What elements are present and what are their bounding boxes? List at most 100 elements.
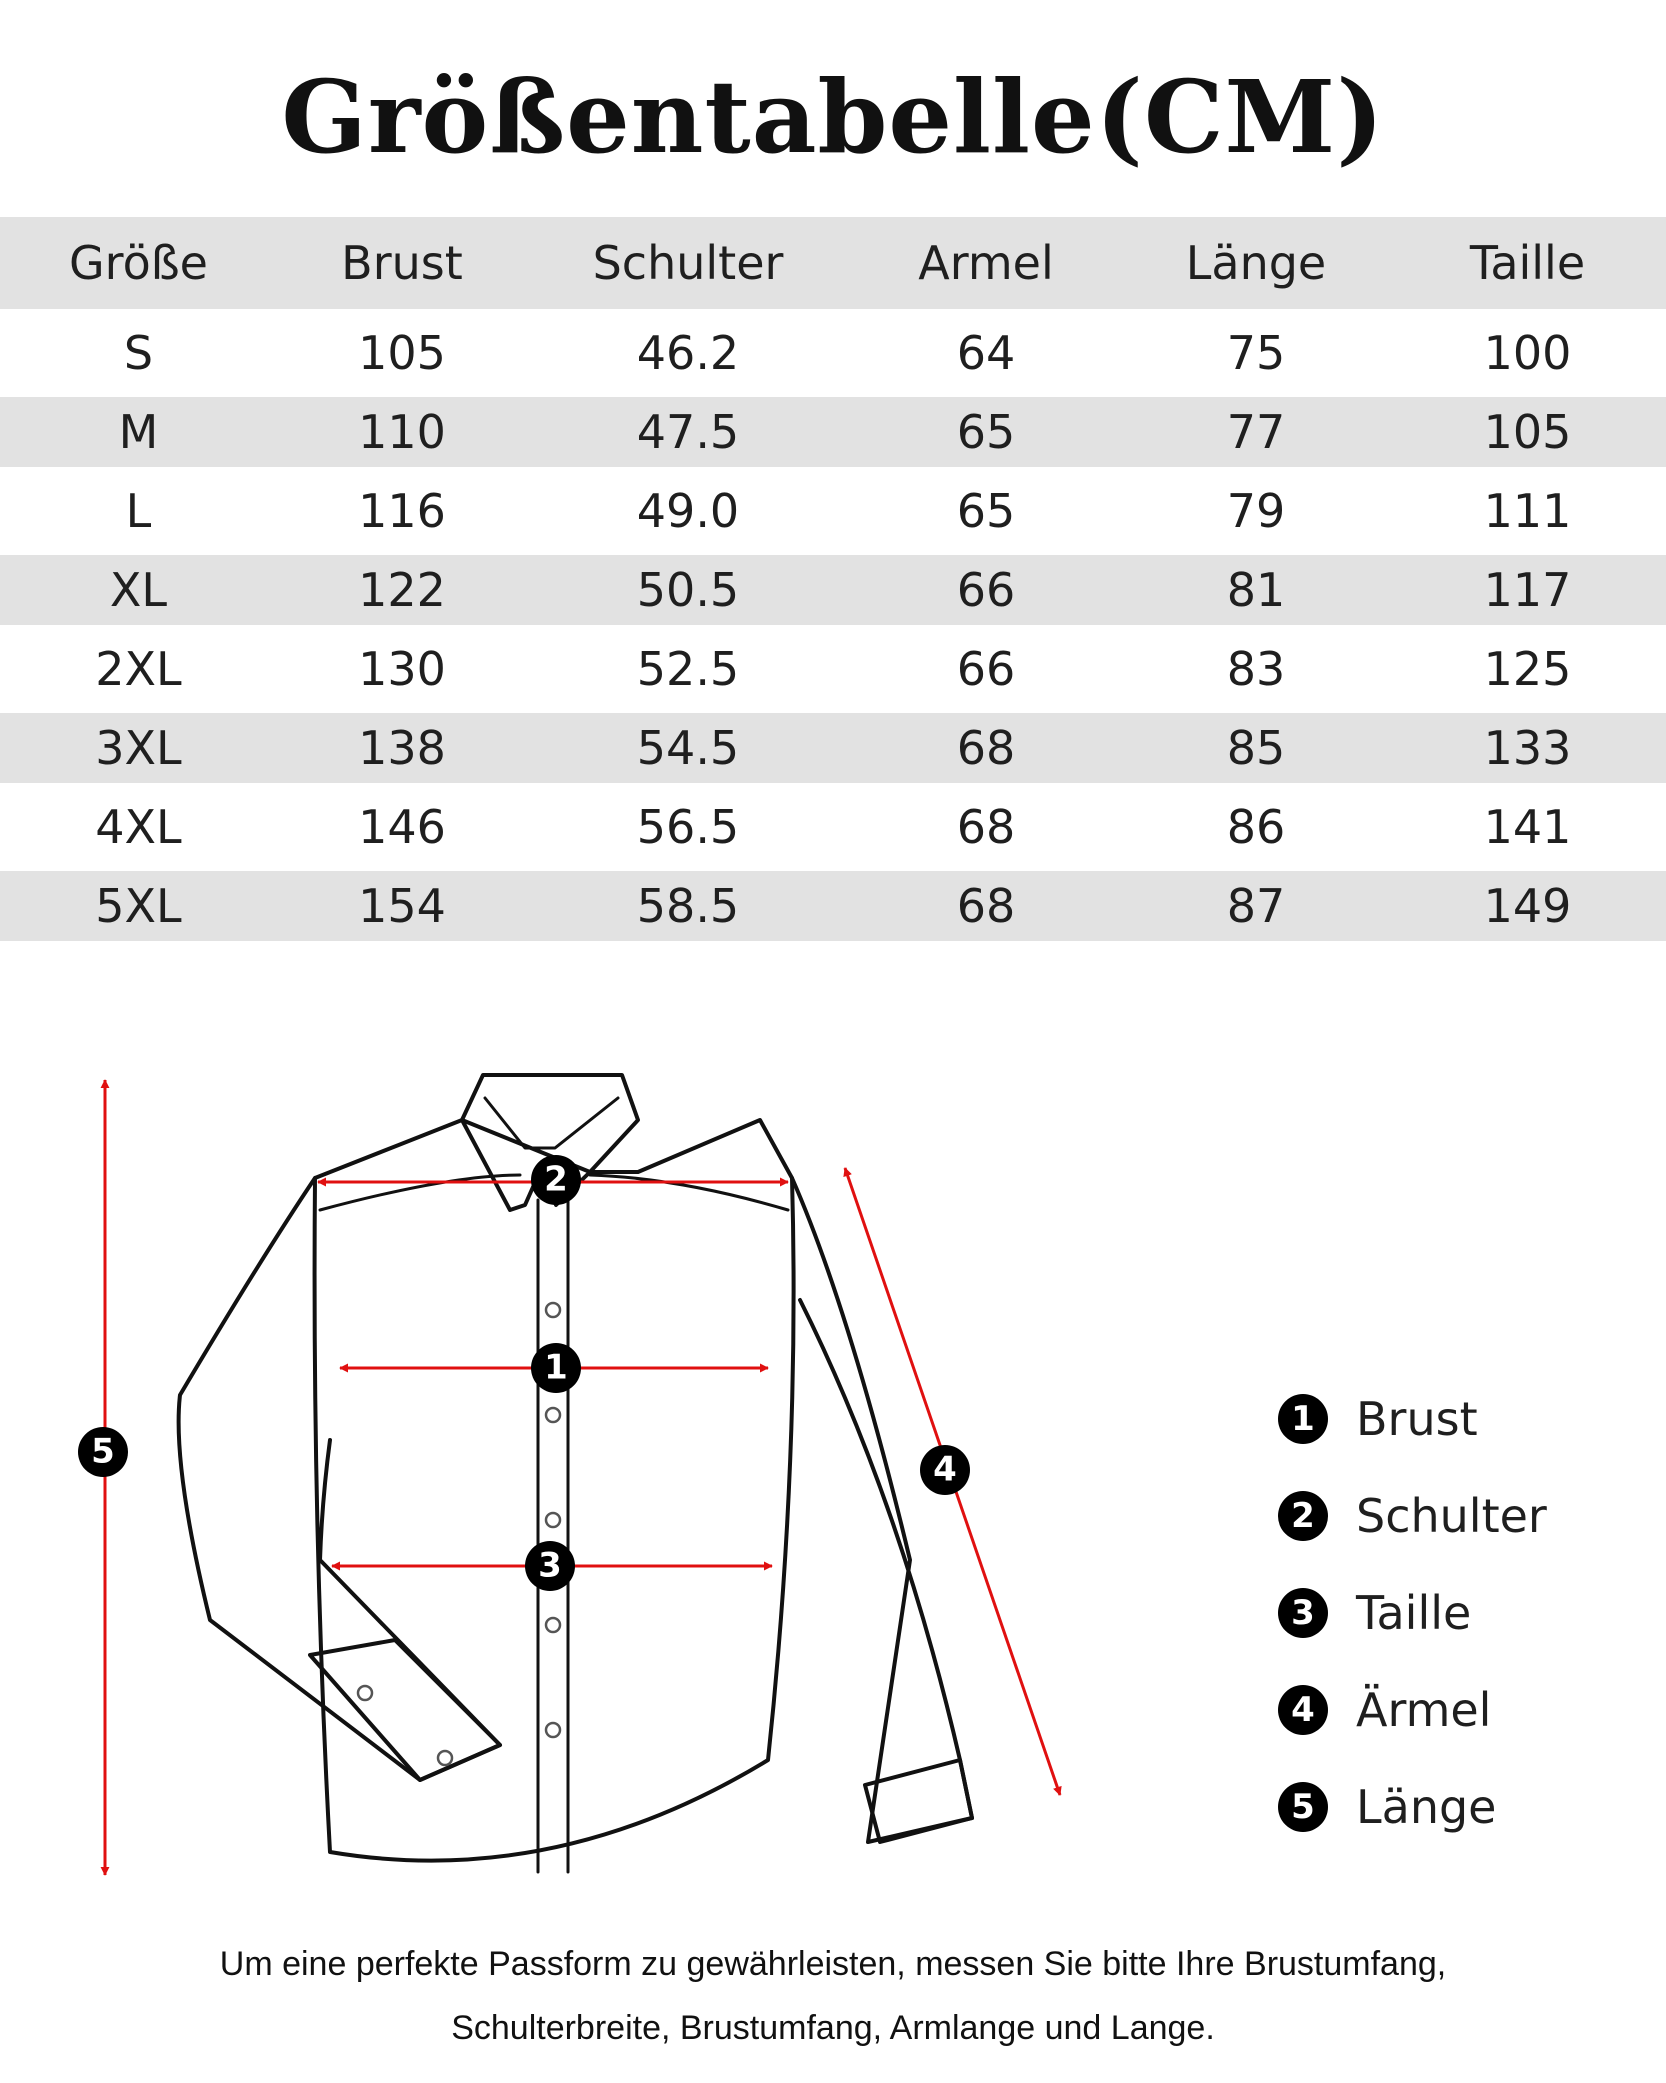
- shirt-button: [544, 1511, 562, 1529]
- table-cell: 117: [1483, 563, 1572, 617]
- table-cell: 110: [358, 405, 446, 459]
- legend-item: 4 Ärmel: [1278, 1661, 1658, 1758]
- legend-item: 1 Brust: [1278, 1370, 1658, 1467]
- table-cell: 105: [358, 326, 446, 380]
- table-cell: 65: [956, 484, 1016, 538]
- size-table: Größe Brust Schulter Armel Länge Taille …: [0, 217, 1666, 941]
- table-cell: M: [118, 405, 159, 459]
- measurement-note: Um eine perfekte Passform zu gewährleist…: [80, 1932, 1586, 2060]
- marker-3-badge: [525, 1541, 575, 1591]
- marker-3: 3: [525, 1541, 575, 1591]
- legend-item: 5 Länge: [1278, 1758, 1658, 1855]
- header-size: Größe: [69, 236, 208, 290]
- legend-number: 5: [1278, 1781, 1328, 1832]
- marker-2: 2: [531, 1155, 581, 1205]
- marker-5-text: 5: [91, 1432, 115, 1472]
- header-waist: Taille: [1469, 236, 1586, 290]
- legend-number: 3: [1278, 1587, 1328, 1638]
- cuff-button: [356, 1684, 374, 1702]
- table-cell: 68: [956, 721, 1016, 775]
- table-cell: 81: [1226, 563, 1286, 617]
- table-cell: 5XL: [95, 879, 182, 933]
- table-cell: 3XL: [95, 721, 182, 775]
- table-cell: 138: [358, 721, 446, 775]
- left-cuff: [308, 1638, 502, 1782]
- table-cell: 75: [1226, 326, 1286, 380]
- shirt-body: [312, 1118, 796, 1863]
- shirt-button: [544, 1406, 562, 1424]
- cuff-button: [436, 1749, 454, 1767]
- table-cell: 2XL: [95, 642, 182, 696]
- table-cell: 86: [1226, 800, 1286, 854]
- table-cell: 116: [358, 484, 446, 538]
- legend-item: 3 Taille: [1278, 1564, 1658, 1661]
- table-row: M 110 47.5 65 77 105: [0, 397, 1666, 467]
- table-cell: 77: [1226, 405, 1286, 459]
- header-length: Länge: [1185, 236, 1327, 290]
- marker-2-text: 2: [544, 1160, 568, 1200]
- legend-label: Taille: [1356, 1585, 1472, 1640]
- table-cell: 49.0: [636, 484, 740, 538]
- header-chest: Brust: [341, 236, 463, 290]
- marker-1-text: 1: [544, 1348, 568, 1388]
- marker-1: 1: [531, 1343, 581, 1393]
- table-cell: 4XL: [95, 800, 182, 854]
- legend-item: 2 Schulter: [1278, 1467, 1658, 1564]
- button-placket: [536, 1198, 570, 1874]
- legend-label: Länge: [1356, 1779, 1497, 1834]
- table-cell: 130: [358, 642, 446, 696]
- table-cell: 54.5: [636, 721, 740, 775]
- table-cell: 46.2: [636, 326, 740, 380]
- table-cell: 50.5: [636, 563, 740, 617]
- table-cell: 68: [956, 879, 1016, 933]
- table-cell: 83: [1226, 642, 1286, 696]
- measurement-legend: 1 Brust 2 Schulter 3 Taille 4 Ärmel 5 Lä…: [1278, 1370, 1658, 1855]
- note-line-1: Um eine perfekte Passform zu gewährleist…: [219, 1945, 1447, 1983]
- table-cell: 141: [1483, 800, 1572, 854]
- table-cell: 66: [956, 563, 1016, 617]
- table-cell: 47.5: [636, 405, 740, 459]
- table-cell: 149: [1483, 879, 1572, 933]
- table-cell: 66: [956, 642, 1016, 696]
- table-cell: 85: [1226, 721, 1286, 775]
- table-row: 4XL 146 56.5 68 86 141: [0, 783, 1666, 871]
- table-cell: 122: [358, 563, 446, 617]
- table-cell: S: [123, 326, 154, 380]
- shirt-button: [544, 1721, 562, 1739]
- header-sleeve: Armel: [918, 236, 1054, 290]
- shirt-collar-inner: [483, 1096, 620, 1150]
- table-cell: 87: [1226, 879, 1286, 933]
- table-cell: 52.5: [636, 642, 740, 696]
- measurement-arrows: [100, 1079, 1062, 1876]
- table-cell: 65: [956, 405, 1016, 459]
- table-row: S 105 46.2 64 75 100: [0, 309, 1666, 397]
- legend-label: Ärmel: [1356, 1682, 1492, 1737]
- legend-label: Brust: [1356, 1391, 1478, 1446]
- table-cell: 100: [1483, 326, 1572, 380]
- left-sleeve: [176, 1176, 502, 1782]
- table-cell: 154: [358, 879, 446, 933]
- table-cell: 68: [956, 800, 1016, 854]
- marker-3-text: 3: [538, 1546, 562, 1586]
- marker-4-badge: [920, 1445, 970, 1495]
- legend-number: 4: [1278, 1684, 1328, 1735]
- shirt-button: [544, 1301, 562, 1319]
- table-row: XL 122 50.5 66 81 117: [0, 555, 1666, 625]
- shirt-button: [544, 1616, 562, 1634]
- table-row: 3XL 138 54.5 68 85 133: [0, 713, 1666, 783]
- table-row: 2XL 130 52.5 66 83 125: [0, 625, 1666, 713]
- table-header-row: Größe Brust Schulter Armel Länge Taille: [0, 217, 1666, 309]
- header-shoulder: Schulter: [592, 236, 784, 290]
- marker-4-text: 4: [933, 1450, 957, 1490]
- table-cell: 125: [1483, 642, 1572, 696]
- table-cell: 105: [1483, 405, 1572, 459]
- shirt-buttons: [356, 1301, 562, 1767]
- note-line-2: Schulterbreite, Brustumfang, Armlange un…: [451, 2009, 1215, 2047]
- marker-5-badge: [78, 1427, 128, 1477]
- table-row: L 116 49.0 65 79 111: [0, 467, 1666, 555]
- table-cell: 56.5: [636, 800, 740, 854]
- marker-2-badge: [531, 1155, 581, 1205]
- table-cell: 111: [1483, 484, 1572, 538]
- page-title: Größentabelle(CM): [281, 58, 1385, 176]
- table-row: 5XL 154 58.5 68 87 149: [0, 871, 1666, 941]
